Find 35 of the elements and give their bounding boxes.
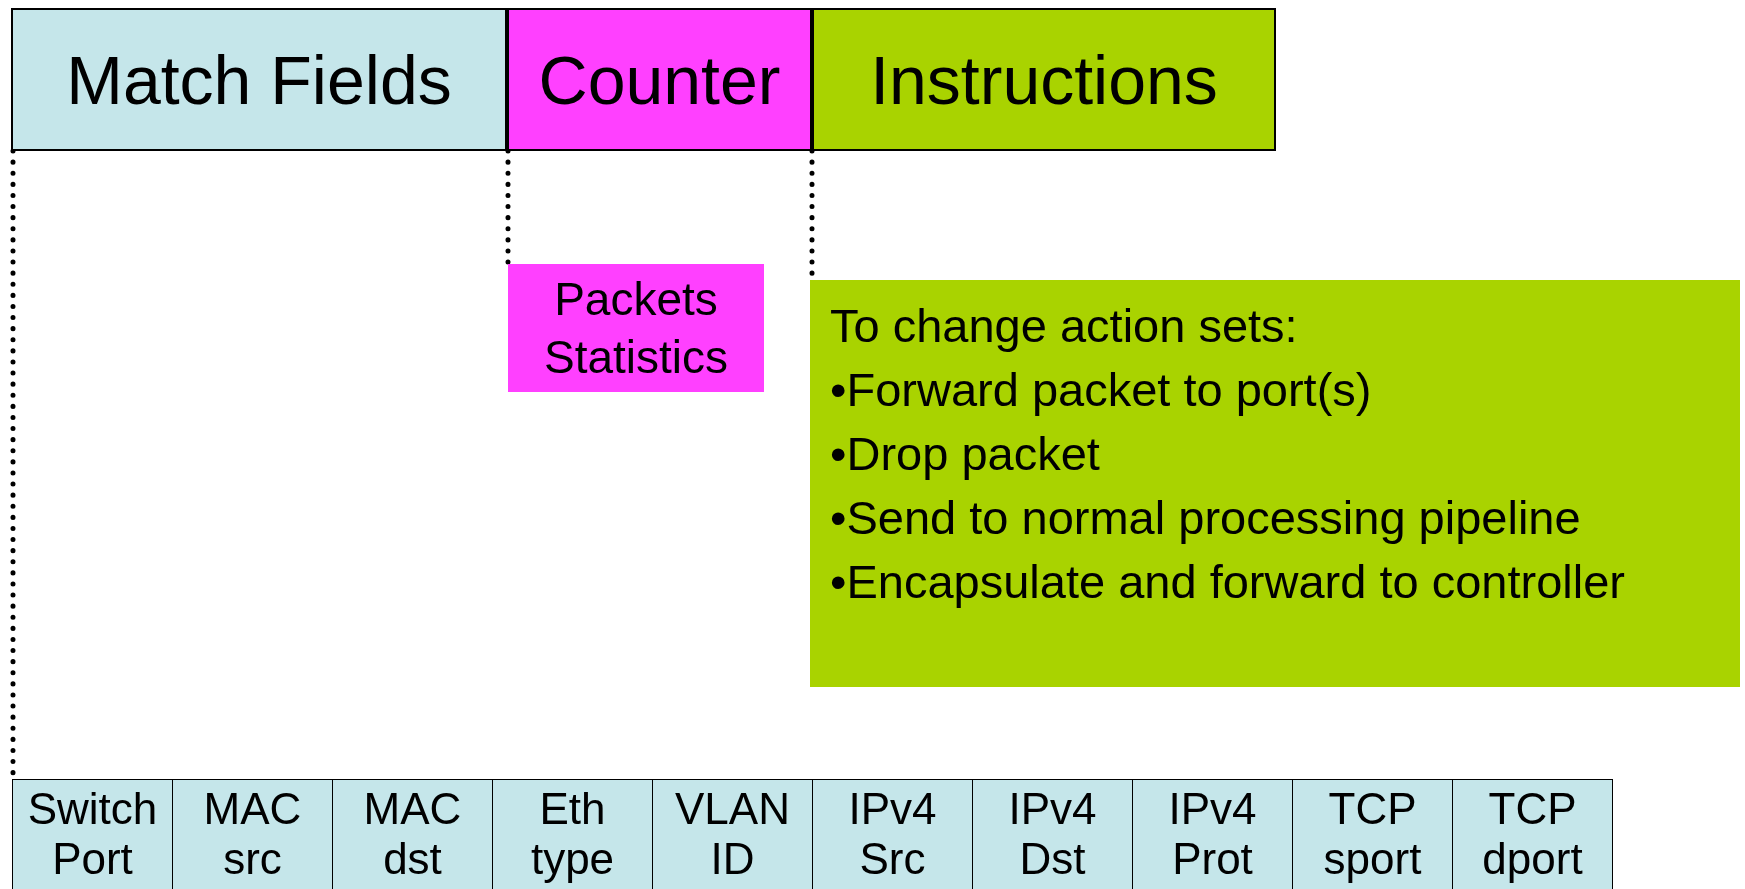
match-field-cell bbox=[332, 779, 493, 889]
field-header bbox=[11, 8, 507, 151]
field-text: Eth type bbox=[529, 784, 616, 884]
header-text: Instructions bbox=[870, 40, 1218, 119]
match-field-cell bbox=[172, 779, 333, 889]
field-text: IPv4 Dst bbox=[1007, 784, 1098, 884]
field-text: TCP sport bbox=[1322, 784, 1423, 884]
counter-text: Packets Statistics bbox=[542, 272, 729, 385]
match-field-cell bbox=[652, 779, 813, 889]
match-field-cell bbox=[1452, 779, 1613, 889]
header-text: Match Fields bbox=[66, 40, 452, 119]
match-field-cell bbox=[1292, 779, 1453, 889]
instruction-text: •Drop packet bbox=[830, 426, 1101, 482]
field-text: MAC src bbox=[202, 784, 303, 884]
match-field-cell bbox=[12, 779, 173, 889]
field-header bbox=[507, 8, 812, 151]
instruction-text: •Forward packet to port(s) bbox=[830, 362, 1373, 418]
match-field-cell bbox=[812, 779, 973, 889]
field-text: TCP dport bbox=[1481, 784, 1584, 884]
match-field-cell bbox=[972, 779, 1133, 889]
field-text: MAC dst bbox=[362, 784, 463, 884]
field-text: IPv4 Src bbox=[847, 784, 938, 884]
field-header bbox=[812, 8, 1276, 151]
match-field-cell bbox=[492, 779, 653, 889]
header-text: Counter bbox=[538, 40, 781, 119]
instruction-text: To change action sets: bbox=[830, 298, 1299, 354]
instructions-box bbox=[810, 280, 1740, 687]
match-field-cell bbox=[1132, 779, 1293, 889]
field-text: VLAN ID bbox=[674, 784, 791, 884]
counter-box bbox=[508, 264, 764, 392]
instruction-text: •Encapsulate and forward to controller bbox=[830, 554, 1626, 610]
field-text: IPv4 Prot bbox=[1167, 784, 1258, 884]
leader-line bbox=[505, 148, 511, 267]
field-text: Switch Port bbox=[26, 784, 159, 884]
instruction-text: •Send to normal processing pipeline bbox=[830, 490, 1582, 546]
